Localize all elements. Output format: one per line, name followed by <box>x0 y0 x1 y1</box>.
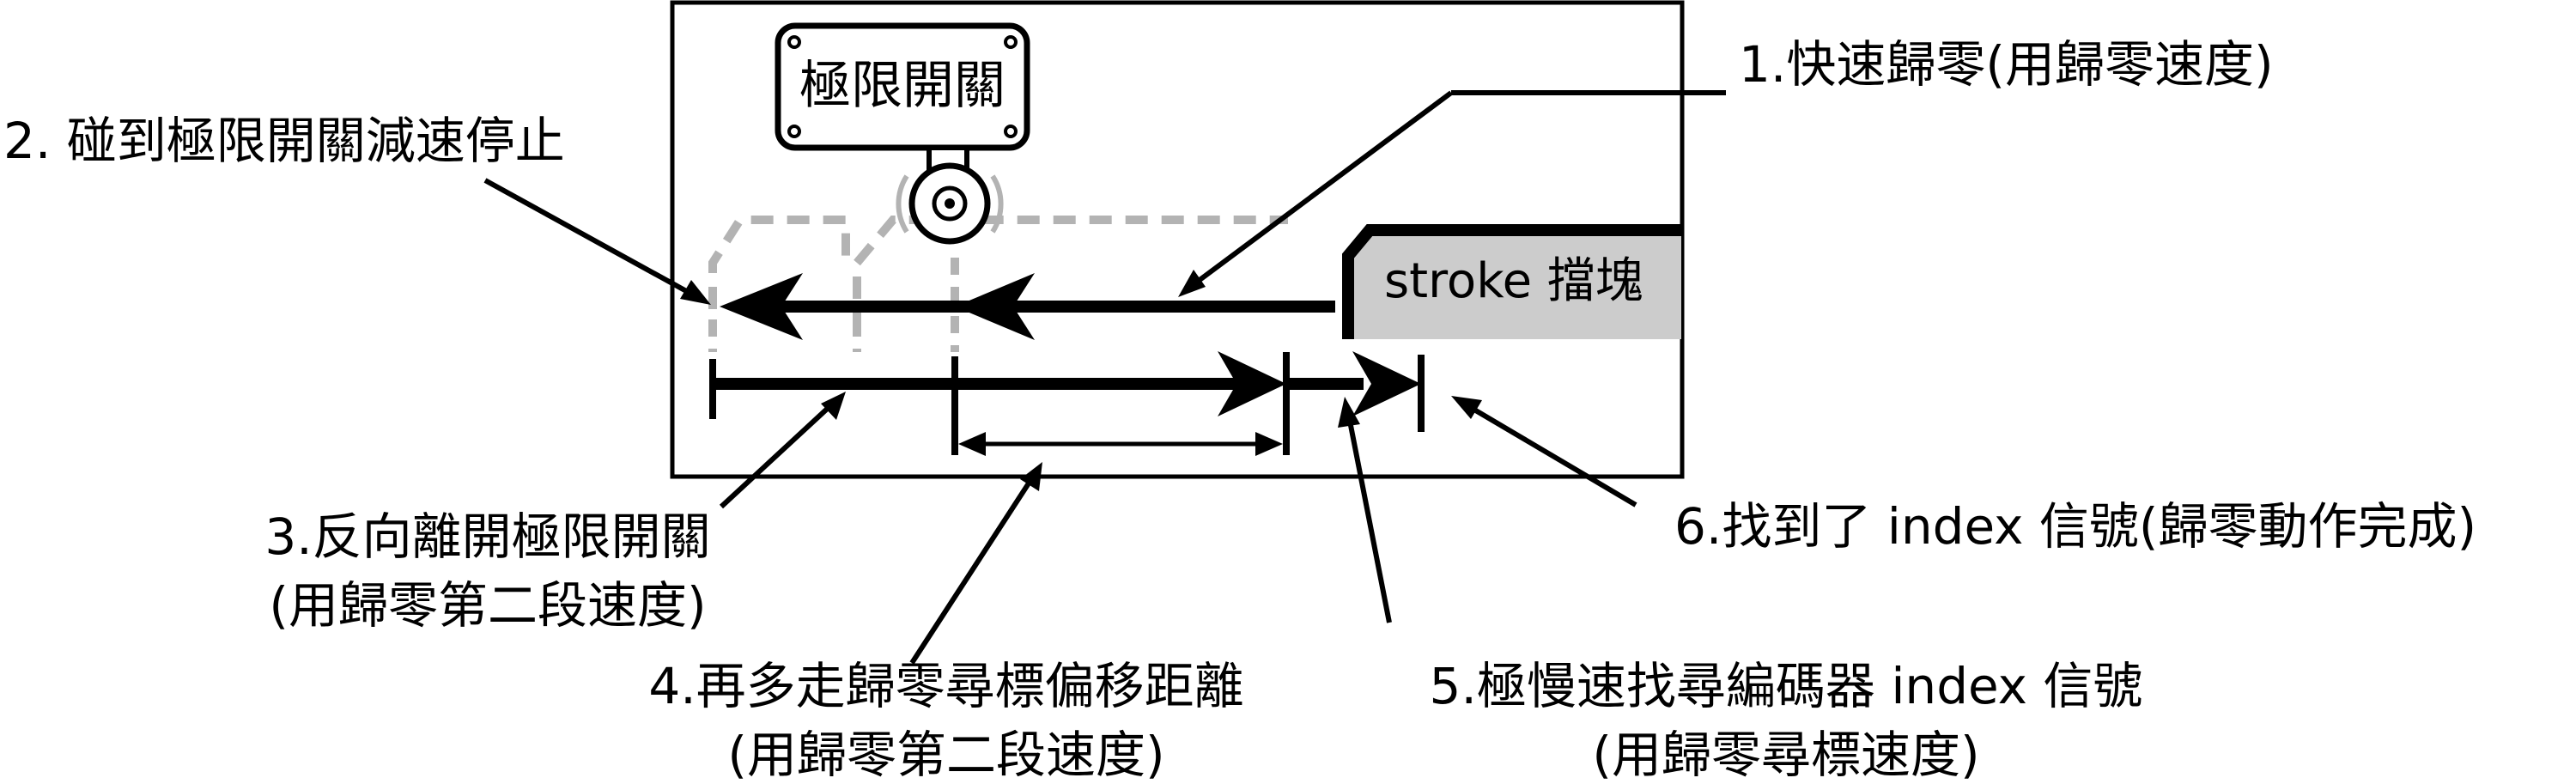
limit-switch-label: 極限開關 <box>799 56 1005 116</box>
callout-1-arrowhead <box>1178 270 1206 297</box>
step-5-sub: (用歸零尋標速度) <box>1592 726 1980 784</box>
callout-5-leader <box>1346 411 1392 623</box>
step-6-label: 6.找到了 index 信號(歸零動作完成) <box>1674 501 2476 551</box>
stroke-block-edge <box>1342 224 1681 339</box>
callout-3-leader <box>719 399 837 509</box>
callout-2-leader <box>483 178 699 300</box>
step-4-label: 4.再多走歸零尋標偏移距離 (用歸零第二段速度) <box>611 661 1281 780</box>
screw-dot-bl <box>787 125 801 138</box>
callout-6-arrowhead <box>1451 396 1482 419</box>
callout-2-arrowhead <box>680 280 711 305</box>
machine-frame <box>670 0 1685 479</box>
roller-motion-arc-2 <box>990 174 1004 234</box>
roller-axle-inner <box>945 198 955 209</box>
step-3-sub: (用歸零第二段速度) <box>269 576 707 635</box>
roller-motion-arc <box>896 174 909 234</box>
step-3-text: 3.反向離開極限開關 <box>264 507 711 566</box>
limit-switch-body <box>775 22 1030 151</box>
fast-homing-arrowhead-1 <box>720 273 803 340</box>
step-4-sub: (用歸零第二段速度) <box>727 726 1165 784</box>
callout-5-arrowhead <box>1338 397 1360 428</box>
callout-1-leader-diag <box>1188 90 1453 290</box>
dashed-travel-path <box>708 216 1288 335</box>
stroke-block-label: stroke 擋塊 <box>1384 253 1643 309</box>
screw-dot-tl <box>787 35 801 49</box>
step-5-text: 5.極慢速找尋編碼器 index 信號 <box>1429 657 2143 715</box>
step-1-text: 1.快速歸零(用歸零速度) <box>1739 35 2274 94</box>
callout-4-arrowhead <box>1020 462 1042 491</box>
screw-dot-br <box>1004 125 1018 138</box>
step-1-label: 1.快速歸零(用歸零速度) <box>1739 40 2274 89</box>
roller-axle-outer <box>932 185 968 222</box>
fast-homing-arrowhead-2 <box>955 273 1035 340</box>
index-search-arrowhead <box>1352 351 1421 416</box>
screw-dot-tr <box>1004 35 1018 49</box>
offset-dimension-arrow-right <box>1255 432 1283 456</box>
step-5-label: 5.極慢速找尋編碼器 index 信號 (用歸零尋標速度) <box>1361 661 2211 780</box>
callout-6-leader <box>1462 401 1637 507</box>
step-2-text: 2. 碰到極限開關減速停止 <box>3 112 565 170</box>
offset-dimension-arrow-left <box>958 432 986 456</box>
step-2-label: 2. 碰到極限開關減速停止 <box>3 116 565 166</box>
step-3-label: 3.反向離開極限開關 (用歸零第二段速度) <box>230 512 745 630</box>
reverse-arrowhead <box>1218 351 1286 416</box>
step-4-text: 4.再多走歸零尋標偏移距離 <box>648 657 1244 715</box>
callout-3-arrowhead <box>821 392 846 420</box>
step-6-text: 6.找到了 index 信號(歸零動作完成) <box>1674 497 2477 556</box>
stroke-block <box>1348 230 1681 339</box>
callout-4-leader <box>909 472 1037 665</box>
